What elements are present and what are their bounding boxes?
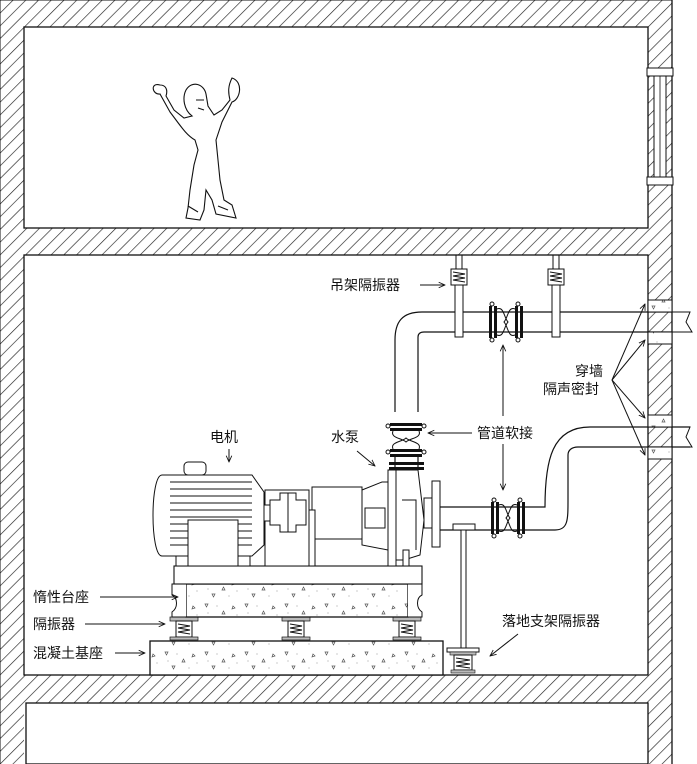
label-wall-seal-1: 穿墙 [575,364,603,380]
label-pump: 水泵 [331,430,359,446]
hanger-isolators [450,255,565,338]
roof-slab [0,0,697,27]
label-hanger-isolator: 吊架隔振器 [330,278,400,294]
wall-seals [647,299,673,460]
leader-lines [85,285,645,656]
label-isolator: 隔振器 [33,617,75,633]
label-wall-seal-2: 隔声密封 [543,381,599,398]
inertia-base [171,583,423,618]
upper-floor-slab [0,228,697,255]
upper-room [23,26,649,229]
concrete-base [149,640,444,676]
flange-vertical [389,462,424,470]
lower-room [25,702,649,764]
motor [152,461,265,567]
floor-support-isolator [446,523,480,674]
label-flexible-joint: 管道软接 [477,425,533,442]
person-figure [152,77,241,221]
label-concrete-base: 混凝土基座 [33,645,103,662]
window [646,67,674,186]
coupling [263,489,310,567]
left-wall [0,0,24,764]
label-floor-support-isolator: 落地支架隔振器 [502,614,600,630]
label-inertia-base: 惰性台座 [33,590,89,606]
water-pump [308,469,441,567]
label-motor: 电机 [210,430,238,446]
pipework [394,311,693,531]
lower-floor-slab [0,675,697,703]
base-frame [173,565,423,585]
